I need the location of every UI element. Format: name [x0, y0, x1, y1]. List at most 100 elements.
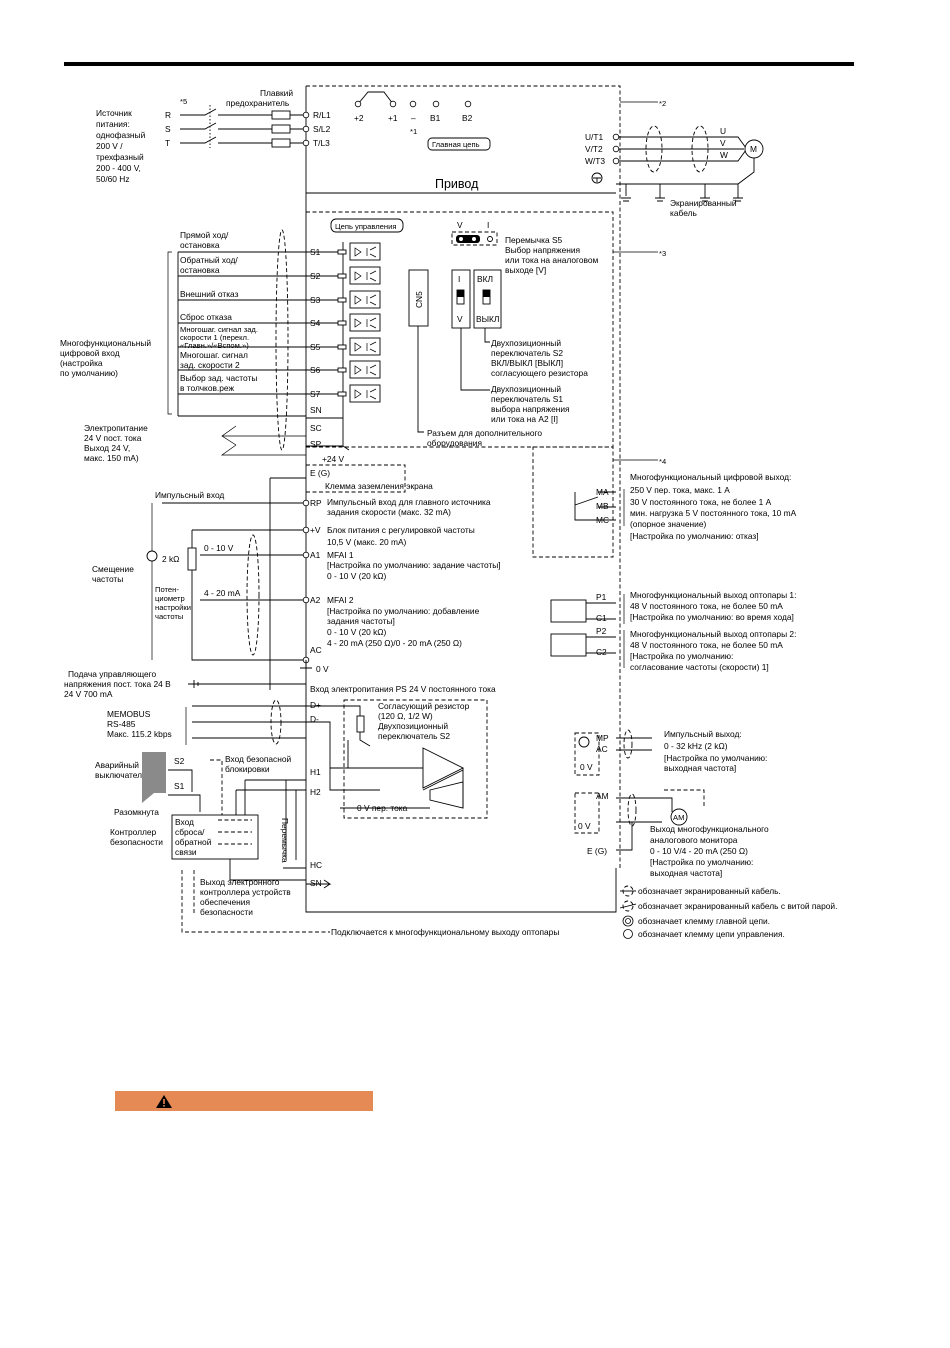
input-optocoupler-icon: [349, 266, 381, 285]
terminal-sn2: SN: [310, 878, 322, 888]
terminal-w-t3: W/T3: [585, 156, 605, 166]
di-label: Внешний отказ: [180, 289, 239, 299]
terminal-p1: P1: [596, 592, 607, 602]
power-source-line: 200 - 400 V,: [96, 163, 141, 173]
comm-label: MEMOBUS: [107, 709, 151, 719]
relay-desc: 250 V пер. тока, макс. 1 A: [630, 485, 730, 495]
am-desc: 0 - 10 V/4 - 20 mA (250 Ω): [650, 846, 748, 856]
reset-fb-label: обратной: [175, 837, 212, 847]
terminal-b1: B1: [430, 113, 441, 123]
edm-label: обеспечения: [200, 897, 250, 907]
input-terminal-icon: [337, 367, 347, 373]
terminal-ma: MA: [596, 487, 609, 497]
a2-desc: 4 - 20 mA (250 Ω)/0 - 20 mA (250 Ω): [327, 638, 462, 648]
motor-phase-v: V: [720, 138, 726, 148]
di-label: «Главн.»/«Вспом.»): [180, 341, 249, 350]
di-label: остановка: [180, 265, 220, 275]
analog-meter-icon: [670, 808, 688, 826]
s5-desc: Перемычка S5: [505, 235, 563, 245]
s1-desc: Двухпозиционный: [491, 384, 561, 394]
p1-desc: 48 V постоянного тока, не более 50 mA: [630, 601, 783, 611]
edm-label: безопасности: [200, 907, 253, 917]
cn5-connector: [408, 269, 429, 327]
drive-title: Привод: [435, 177, 479, 191]
control-terminal-icon: [623, 929, 633, 939]
terminal-h1: H1: [310, 767, 321, 777]
terminal-r-l1: R/L1: [313, 110, 331, 120]
pot-label: циометр: [155, 594, 185, 603]
terminal-am-eg: E (G): [587, 846, 607, 856]
s1-desc: или тока на A2 [I]: [491, 414, 558, 424]
power-source-line: однофазный: [96, 130, 146, 140]
bias-label: Смещение: [92, 564, 134, 574]
cn5-desc: оборудования: [427, 438, 482, 448]
input-optocoupler-icon: [349, 384, 381, 403]
a1-desc: [Настройка по умолчанию: задание частоты…: [327, 560, 501, 570]
power-source-line: 50/60 Hz: [96, 174, 130, 184]
am-zero-v: 0 V: [578, 821, 591, 831]
supply-label: 24 V пост. тока: [84, 433, 142, 443]
di-label: в толчков.реж: [180, 383, 234, 393]
a1-desc: 0 - 10 V (20 kΩ): [327, 571, 387, 581]
relay-desc: [Настройка по умолчанию: отказ]: [630, 531, 759, 541]
terminal-s4: S4: [310, 318, 321, 328]
comm-label: Макс. 115.2 kbps: [107, 729, 172, 739]
fuse-r-icon: [271, 110, 291, 120]
s5-i: I: [487, 220, 489, 230]
phase-label: R: [165, 110, 171, 120]
twisted-pair-icon: [622, 900, 634, 912]
input-optocoupler-glyph: [354, 294, 377, 306]
input-optocoupler-glyph: [354, 246, 377, 258]
p2-desc: согласование частоты (скорости) 1]: [630, 662, 769, 672]
s5-desc: или тока на аналоговом: [505, 255, 599, 265]
terminal-h2: H2: [310, 787, 321, 797]
r2k-label: 2 kΩ: [162, 554, 179, 564]
rp-desc: Импульсный вход для главного источника: [327, 497, 491, 507]
ext24-label: напряжения пост. тока 24 В: [64, 679, 171, 689]
terminal-plusv: +V: [310, 525, 321, 535]
warning-banner: [115, 1091, 373, 1111]
safety: Аварийный выключатель S2 S1 Разомкнута В…: [95, 752, 559, 937]
am-desc: аналогового монитора: [650, 835, 738, 845]
s2-desc: Двухпозиционный: [491, 338, 561, 348]
estop-icon: [142, 752, 166, 803]
terminal-s7: S7: [310, 389, 321, 399]
interlock-label: блокировки: [225, 764, 270, 774]
p2-desc: [Настройка по умолчанию:: [630, 651, 733, 661]
outputs: *4 MA MB MC Многофункциональный цифровой…: [532, 446, 797, 878]
power-source-line: 200 V /: [96, 141, 123, 151]
am-meter-label: AM: [673, 813, 684, 822]
photo-conn-label: Подключается к многофункциональному выхо…: [331, 927, 559, 937]
terminal-s1: S1: [310, 247, 321, 257]
legend-item: обозначает экранированный кабель с витой…: [638, 901, 837, 911]
edm-label: Выход электронного: [200, 877, 280, 887]
open-label: Разомкнута: [114, 807, 159, 817]
pulse-source-icon: [146, 550, 158, 562]
di-group-label: по умолчанию): [60, 368, 118, 378]
safety-controller-box: [171, 814, 259, 860]
shielded-cable-label: Экранированный: [670, 198, 737, 208]
p2-desc: Многофункциональный выход оптопары 2:: [630, 629, 796, 639]
pulse-meter-icon: [578, 736, 590, 748]
terminal-a2: A2: [310, 595, 321, 605]
s5-desc: выходе [V]: [505, 265, 546, 275]
pulse-in-title: Импульсный вход: [155, 490, 224, 500]
terminal-sc: SC: [310, 423, 322, 433]
bias-label: частоты: [92, 574, 123, 584]
di-group-label: (настройка: [60, 358, 103, 368]
input-optocoupler-icon: [349, 290, 381, 309]
interlock-label: Вход безопасной: [225, 754, 292, 764]
fuse-label: Плавкий: [260, 88, 293, 98]
motor-output: U/T1 V/T2 W/T3 U V W M Экранированный ка…: [585, 125, 764, 218]
phase-label: T: [165, 138, 170, 148]
s5-v: V: [457, 220, 463, 230]
legend: обозначает экранированный кабель. обозна…: [619, 885, 837, 939]
relay-desc: 30 V постоянного тока, не более 1 A: [630, 497, 772, 507]
potentiometer-icon: [187, 547, 197, 571]
s2-desc: ВКЛ/ВЫКЛ [ВЫКЛ]: [491, 358, 563, 368]
terminal-c2: C2: [596, 647, 607, 657]
pot-label: Потен-: [155, 585, 179, 594]
terminal-u-t1: U/T1: [585, 132, 603, 142]
input-optocoupler-icon: [349, 360, 381, 379]
